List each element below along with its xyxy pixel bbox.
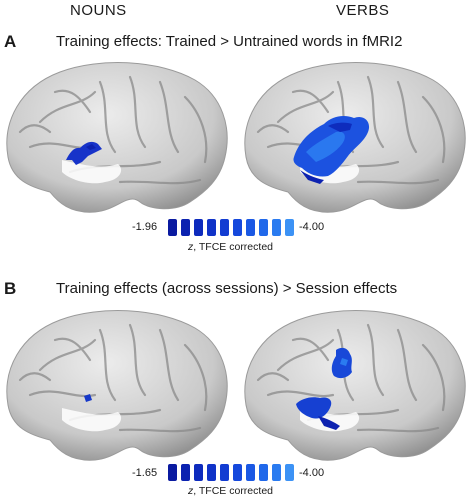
panel-b-title: Training effects (across sessions) > Ses… xyxy=(56,280,398,297)
colorbar-b xyxy=(168,464,294,481)
colorbar-b-swatch xyxy=(246,464,255,481)
colorbar-b-max-label: -4.00 xyxy=(299,467,325,479)
panel-a-title: Training effects: Trained > Untrained wo… xyxy=(56,33,403,50)
brain-nouns-b xyxy=(6,310,228,461)
colorbar-b-swatch xyxy=(181,464,190,481)
colorbar-a-swatch xyxy=(272,219,281,236)
colorbar-b-swatch xyxy=(272,464,281,481)
colorbar-b-swatch xyxy=(233,464,242,481)
colorbar-b-swatch xyxy=(207,464,216,481)
colorbar-a-swatch xyxy=(259,219,268,236)
colorbar-b-swatch xyxy=(285,464,294,481)
colorbar-a-swatch xyxy=(181,219,190,236)
panel-a-letter: A xyxy=(4,32,17,51)
colorbar-b-caption: z, TFCE corrected xyxy=(188,485,273,497)
panel-b-letter: B xyxy=(4,279,17,298)
brain-verbs-a xyxy=(244,62,466,213)
colorbar-a xyxy=(168,219,294,236)
colorbar-a-swatch xyxy=(246,219,255,236)
colorbar-a-swatch xyxy=(207,219,216,236)
column-header-verbs: VERBS xyxy=(336,2,390,19)
colorbar-a-swatch xyxy=(285,219,294,236)
column-header-nouns: NOUNS xyxy=(70,2,127,19)
colorbar-a-caption-var: z xyxy=(188,241,194,253)
colorbar-b-swatch xyxy=(220,464,229,481)
colorbar-a-max-label: -4.00 xyxy=(299,221,325,233)
colorbar-a-min-label: -1.96 xyxy=(132,221,158,233)
colorbar-b-caption-var: z xyxy=(188,485,194,497)
colorbar-b-swatch xyxy=(194,464,203,481)
colorbar-a-caption: z, TFCE corrected xyxy=(188,241,273,253)
colorbar-b-swatch xyxy=(168,464,177,481)
colorbar-a-caption-text: , TFCE corrected xyxy=(193,241,273,253)
brain-verbs-b xyxy=(244,310,466,461)
colorbar-b-caption-text: , TFCE corrected xyxy=(193,485,273,497)
colorbar-a-swatch xyxy=(168,219,177,236)
colorbar-b-swatch xyxy=(259,464,268,481)
colorbar-a-swatch xyxy=(220,219,229,236)
colorbar-b-min-label: -1.65 xyxy=(132,467,158,479)
colorbar-a-swatch xyxy=(233,219,242,236)
colorbar-a-swatch xyxy=(194,219,203,236)
brain-nouns-a xyxy=(6,62,228,213)
